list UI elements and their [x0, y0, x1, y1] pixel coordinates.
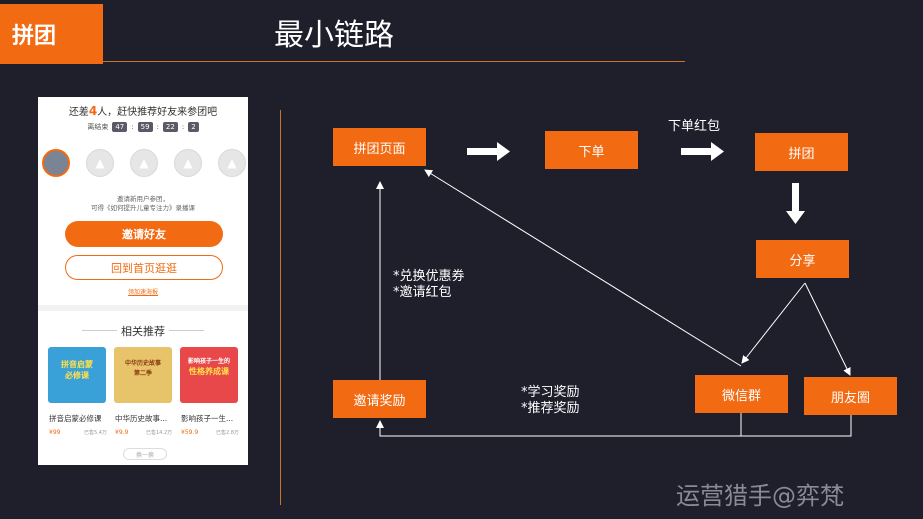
cover-title: 影响孩子一生的 — [187, 358, 230, 365]
node-pintuan-page: 拼团页面 — [333, 128, 426, 166]
course-cover[interactable]: 拼音启蒙 必修课 — [48, 347, 106, 403]
remaining-count: 4 — [88, 104, 98, 118]
node-moments: 朋友圈 — [804, 377, 897, 415]
node-share: 分享 — [756, 240, 849, 278]
course-name[interactable]: 影响孩子一生... — [181, 414, 234, 423]
title-underline — [103, 61, 685, 62]
vertical-divider — [280, 110, 281, 505]
note-study-reward: *学习奖励 — [521, 385, 580, 400]
timer-minutes: 59 — [137, 122, 153, 132]
timer-seconds: 22 — [162, 122, 178, 132]
timer-fraction: 2 — [188, 122, 199, 132]
course-sales: 已售2.8万 — [216, 430, 239, 436]
page-title: 最小链路 — [274, 18, 394, 53]
course-price: ¥59.9 — [181, 429, 199, 436]
arrow-to-group — [681, 142, 724, 161]
course-name[interactable]: 拼音启蒙必修课 — [49, 414, 102, 423]
reward-notes: *兑换优惠券 *邀请红包 — [393, 269, 465, 301]
edge-label-redpack: 下单红包 — [668, 119, 721, 134]
countdown-timer: 离结束 47: 59: 22: 2 — [38, 122, 248, 132]
group-status-headline: 还差4人，赶快推荐好友来参团吧 — [38, 103, 248, 118]
cover-title: 中华历史故事 — [124, 360, 161, 367]
refresh-button[interactable]: 换一换 — [123, 448, 167, 460]
node-invite-reward: 邀请奖励 — [333, 380, 426, 418]
invite-line-2: 可得《如何提升儿童专注力》录播课 — [91, 204, 195, 212]
empty-seat-icon[interactable]: ▲ — [174, 149, 202, 177]
note-coupon: *兑换优惠券 — [393, 269, 465, 284]
course-name[interactable]: 中华历史故事... — [115, 414, 168, 423]
back-home-button[interactable]: 回到首页逛逛 — [65, 255, 223, 280]
note-invite-redpack: *邀请红包 — [393, 285, 452, 300]
headline-suffix: 人，赶快推荐好友来参团吧 — [97, 107, 218, 118]
section-tag: 拼团 — [0, 4, 103, 64]
phone-screenshot: 还差4人，赶快推荐好友来参团吧 离结束 47: 59: 22: 2 ▲ ▲ ▲ … — [38, 97, 248, 465]
invite-line-1: 邀请新用户参团， — [117, 195, 169, 203]
course-sales: 已售5.4万 — [84, 430, 107, 436]
invite-reward-text: 邀请新用户参团， 可得《如何提升儿童专注力》录播课 — [38, 195, 248, 213]
timer-hours: 47 — [112, 122, 128, 132]
divider-line — [82, 330, 117, 331]
node-group: 拼团 — [755, 133, 848, 171]
course-cover[interactable]: 中华历史故事 第二季 — [114, 347, 172, 403]
cover-subtitle: 性格养成课 — [189, 367, 229, 376]
study-notes: *学习奖励 *推荐奖励 — [521, 385, 580, 417]
moments-to-reward-line — [741, 415, 852, 437]
share-to-moments-line — [804, 282, 851, 376]
node-wechat-group: 微信群 — [695, 375, 788, 413]
invite-friends-button[interactable]: 邀请好友 — [65, 221, 223, 247]
empty-seat-icon[interactable]: ▲ — [86, 149, 114, 177]
empty-seat-icon[interactable]: ▲ — [130, 149, 158, 177]
cover-subtitle: 第二季 — [133, 370, 152, 377]
empty-seat-icon[interactable]: ▲ — [218, 149, 246, 177]
divider-line — [169, 330, 204, 331]
share-to-wechat-line — [741, 282, 806, 364]
node-order: 下单 — [545, 131, 638, 169]
note-referral-reward: *推荐奖励 — [521, 401, 580, 416]
section-separator — [38, 305, 248, 311]
watermark: 运营猎手@弈梵 — [676, 482, 844, 510]
cover-subtitle: 必修课 — [65, 371, 89, 380]
wechat-to-reward-line — [376, 413, 742, 437]
course-price: ¥99 — [49, 429, 61, 436]
member-avatar — [42, 149, 70, 177]
recommend-title: 相关推荐 — [121, 325, 165, 338]
timer-label: 离结束 — [87, 123, 109, 131]
arrow-to-order — [467, 142, 510, 161]
headline-prefix: 还差 — [68, 107, 89, 118]
cover-title: 拼音启蒙 — [61, 360, 93, 369]
course-price: ¥9.9 — [115, 429, 129, 436]
course-cover[interactable]: 影响孩子一生的 性格养成课 — [180, 347, 238, 403]
course-sales: 已售14.2万 — [146, 430, 173, 436]
arrow-to-share — [786, 183, 805, 224]
wechat-to-page-line — [424, 169, 742, 367]
poster-link[interactable]: 领加速海报 — [127, 289, 158, 296]
